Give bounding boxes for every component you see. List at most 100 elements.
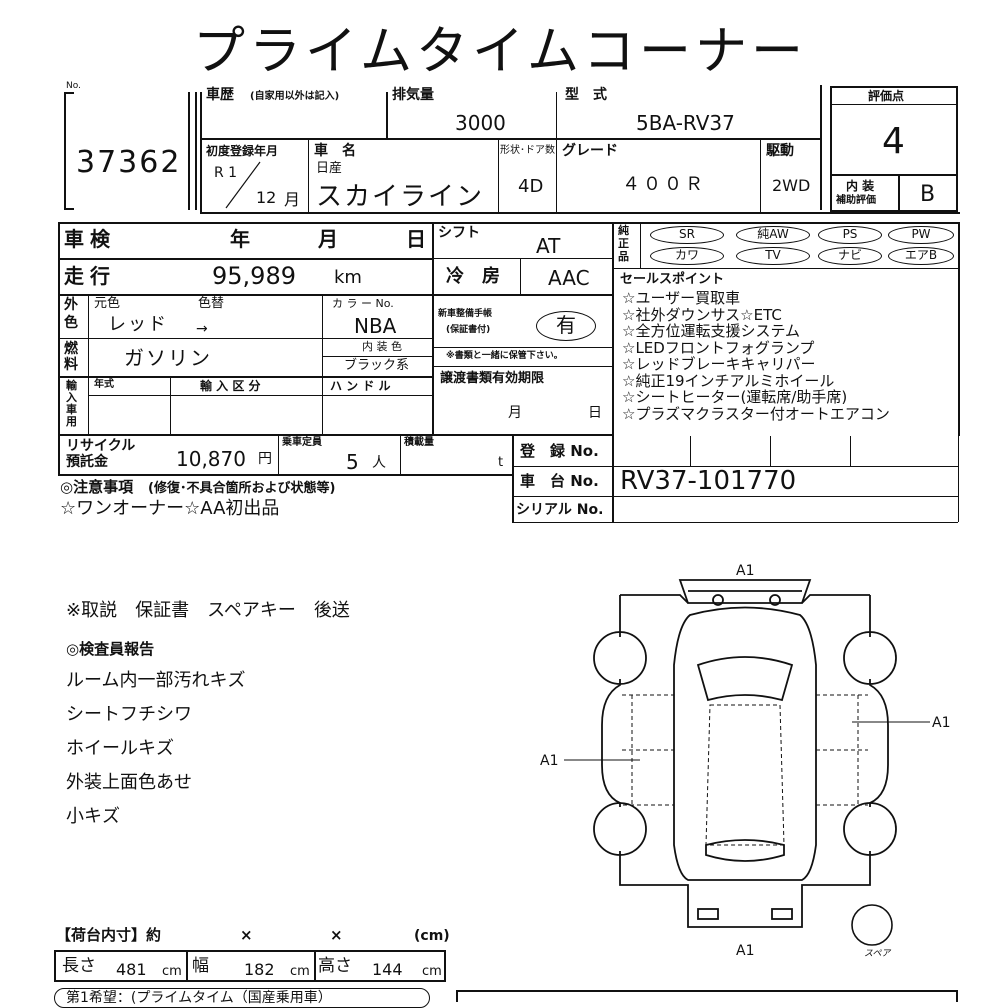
caution-note: (修復･不具合箇所および状態等) — [148, 481, 336, 496]
cargo-x2: × — [330, 926, 343, 944]
inspection-label: 車検 — [64, 227, 116, 251]
equip-airbag: エアB — [888, 247, 954, 265]
load-label: 積載量 — [404, 437, 434, 448]
transfer-label: 譲渡書類有効期限 — [440, 371, 545, 386]
interior-value: B — [920, 182, 936, 207]
shape-label: 形状･ドア数 — [500, 145, 555, 156]
color-code-label: カ ラ ー No. — [332, 297, 394, 310]
inspection-month: 月 — [318, 227, 338, 251]
color-code-value: NBA — [354, 314, 397, 338]
caution-text: ☆ワンオーナー☆AA初出品 — [60, 498, 280, 519]
interior-label-2: 補助評価 — [836, 195, 876, 206]
mileage-unit: km — [334, 267, 362, 288]
serial-label: シリアル No. — [516, 502, 604, 518]
handbook-value: 有 — [556, 313, 576, 337]
displacement-value: 3000 — [455, 111, 506, 135]
exterior-side-1: 外 — [64, 297, 78, 313]
page-title: プライムタイムコーナー — [193, 22, 807, 82]
inspector-item: 外装上面色あせ — [66, 772, 192, 793]
car-name: スカイライン — [316, 182, 485, 212]
int-color-label: 内 装 色 — [362, 340, 402, 353]
transfer-day: 日 — [588, 405, 602, 421]
fuel-side-1: 燃 — [64, 341, 78, 357]
sales-points-list: ☆ユーザー買取車 ☆社外ダウンサス☆ETC ☆全方位運転支援システム ☆LEDフ… — [622, 290, 890, 422]
color-change-arrow: → — [196, 321, 208, 337]
equip-navi: ナビ — [818, 247, 882, 265]
registration-label: 登 録 No. — [520, 442, 599, 460]
inspector-item: シートフチシワ — [66, 704, 192, 725]
damage-mark-rear: A1 — [736, 943, 755, 959]
color-change-label: 色替 — [198, 296, 225, 311]
inspection-day: 日 — [406, 227, 426, 251]
first-reg-label: 初度登録年月 — [206, 144, 279, 158]
cargo-label: 【荷台内寸】約 — [56, 926, 162, 944]
history-note: (自家用以外は記入) — [250, 91, 340, 102]
chassis-label: 車 台 No. — [520, 472, 599, 490]
first-reg-slash — [225, 161, 261, 209]
score-label: 評価点 — [868, 89, 905, 103]
inspector-item: ホイールキズ — [66, 738, 174, 759]
recycle-value: 10,870 — [176, 447, 246, 471]
length-unit: cm — [162, 964, 182, 979]
sales-point: ☆ユーザー買取車 — [622, 289, 741, 307]
equip-power-windows: PW — [888, 226, 954, 244]
drive-label: 駆動 — [766, 143, 794, 159]
inspector-label: ◎検査員報告 — [66, 640, 155, 658]
recycle-label-1: リサイクル — [66, 438, 136, 454]
damage-mark-left: A1 — [540, 753, 559, 769]
sales-point: ☆LEDフロントフォグランプ — [622, 338, 815, 357]
import-side: 輸入車用 — [66, 379, 77, 428]
import-class-label: 輸 入 区 分 — [200, 379, 261, 393]
inspection-year: 年 — [230, 227, 250, 251]
docs-note: ※取説 保証書 スペアキー 後送 — [66, 600, 350, 621]
shape-value: 4D — [518, 176, 544, 197]
chassis-value: RV37-101770 — [620, 466, 797, 496]
sales-point: ☆プラズマクラスター付オートエアコン — [622, 404, 890, 423]
int-color-value: ブラック系 — [344, 358, 410, 373]
width-value: 182 — [244, 960, 275, 979]
recycle-unit: 円 — [258, 451, 272, 467]
inspector-item: ルーム内一部汚れキズ — [66, 670, 246, 691]
orig-color-value: レッド — [108, 314, 168, 335]
car-damage-diagram — [564, 579, 930, 946]
height-unit: cm — [422, 964, 442, 979]
equip-tv: TV — [736, 247, 810, 265]
equip-power-steering: PS — [818, 226, 882, 244]
model-label: 型 式 — [565, 87, 607, 103]
spare-label: スペア — [864, 949, 891, 959]
sales-points-label: セールスポイント — [620, 272, 725, 287]
load-unit: t — [498, 455, 504, 470]
lot-number: 37362 — [76, 145, 182, 180]
handbook-circle — [536, 311, 596, 341]
fuel-side-2: 料 — [64, 357, 78, 373]
grade-value: ４００Ｒ — [622, 174, 706, 195]
lot-bracket-left — [64, 92, 66, 210]
transfer-month: 月 — [508, 405, 522, 421]
fuel-value: ガソリン — [124, 346, 212, 370]
dimensions-row — [54, 950, 446, 982]
recycle-label-2: 預託金 — [66, 454, 108, 470]
first-reg-month: 12 — [256, 188, 277, 207]
damage-mark-front: A1 — [736, 563, 755, 579]
equipment-side: 純正品 — [618, 224, 629, 263]
first-reg-era: R 1 — [214, 165, 238, 181]
ac-label: 冷 房 — [446, 266, 500, 287]
mileage-value: 95,989 — [212, 262, 296, 290]
mileage-label: 走行 — [64, 264, 116, 288]
history-label: 車歴 — [206, 87, 234, 103]
first-choice-text: 第1希望：(プライムタイム（国産乗用車） — [66, 990, 332, 1006]
drive-value: 2WD — [772, 176, 811, 195]
car-maker: 日産 — [316, 161, 343, 176]
remarks-box — [456, 990, 958, 1002]
import-year-label: 年式 — [94, 379, 114, 390]
sales-point: ☆全方位運転支援システム — [622, 322, 800, 340]
handbook-note: ※書類と一緒に保管下さい。 — [446, 351, 563, 361]
cargo-x1: × — [240, 926, 253, 944]
height-value: 144 — [372, 960, 403, 979]
handbook-label-2: (保証書付) — [446, 325, 491, 335]
height-label: 高さ — [318, 956, 352, 976]
width-unit: cm — [290, 964, 310, 979]
capacity-value: 5 — [346, 450, 359, 474]
handle-label: ハ ン ド ル — [330, 379, 391, 393]
length-value: 481 — [116, 960, 147, 979]
